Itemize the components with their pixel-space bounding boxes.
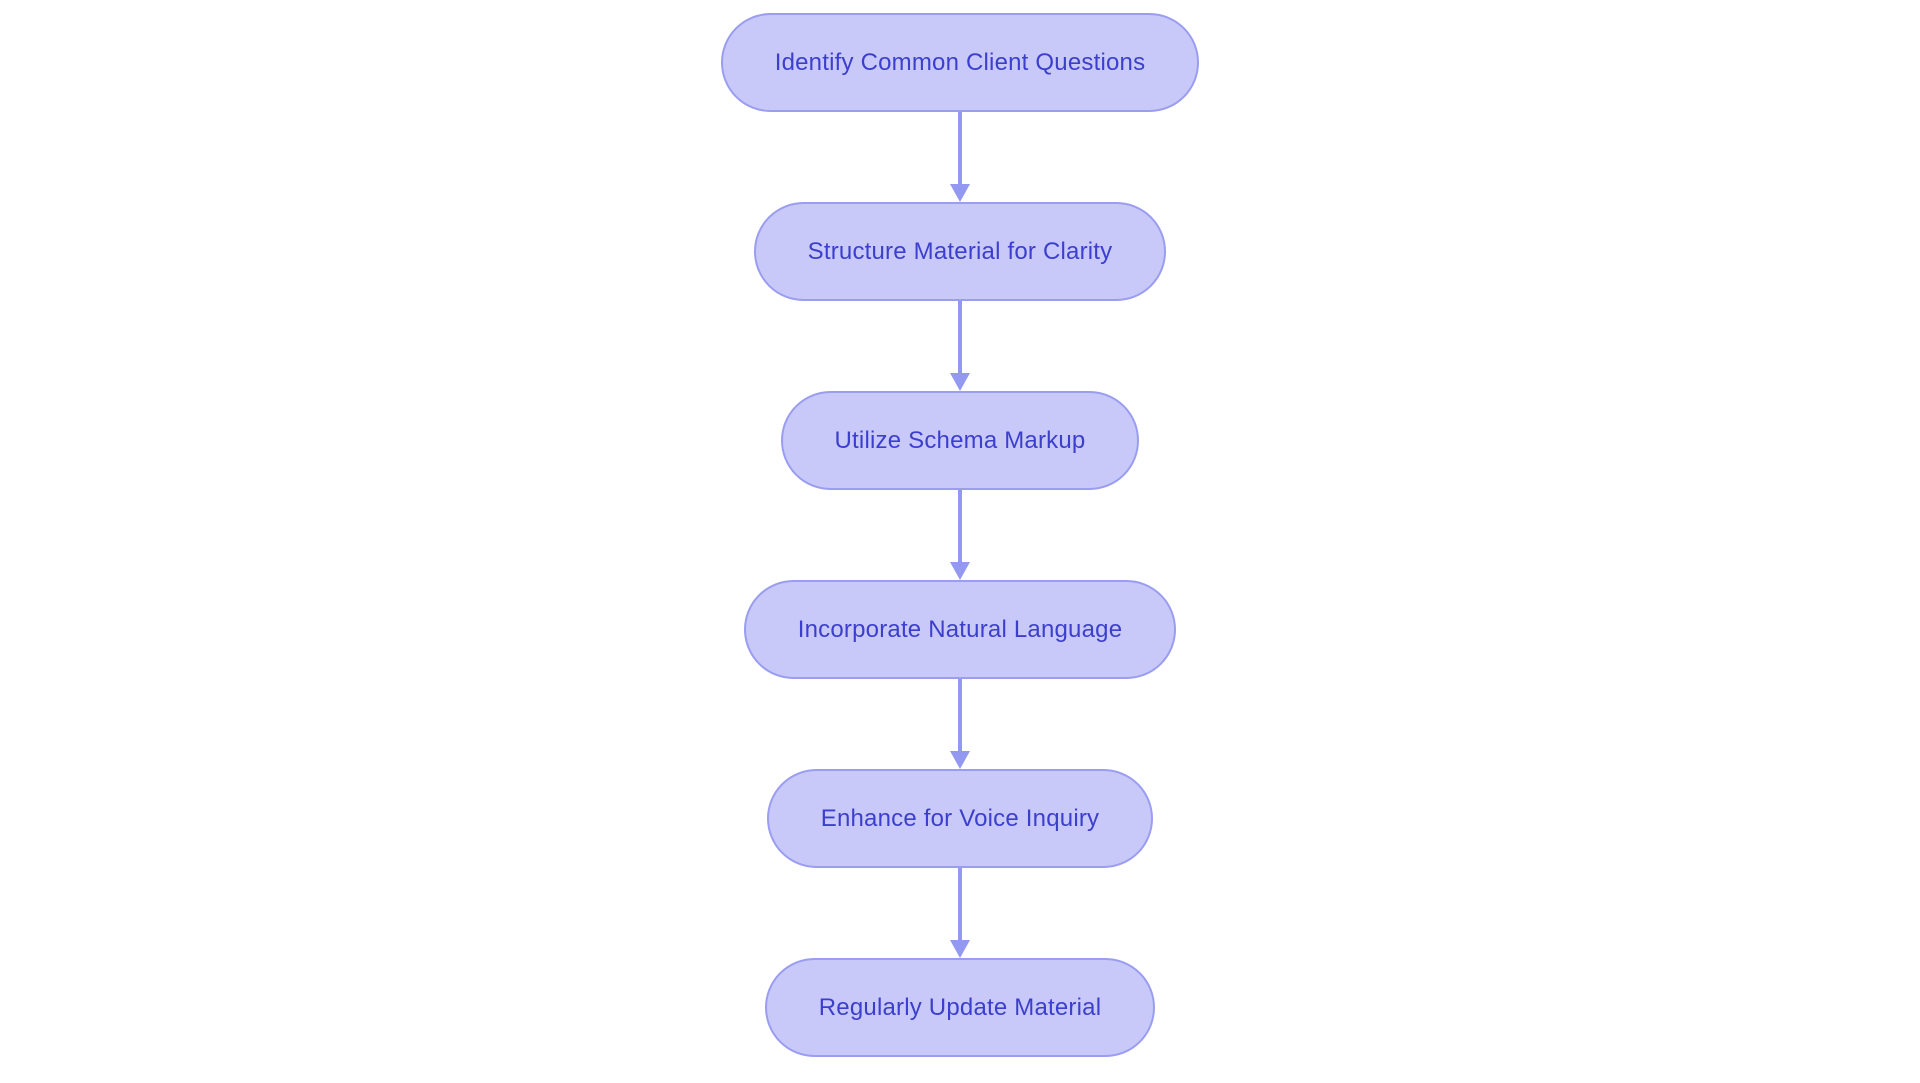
node-label: Incorporate Natural Language [797,615,1123,643]
flow-arrow-n4-n5 [950,679,970,769]
node-label: Utilize Schema Markup [834,426,1086,454]
arrow-line [958,679,962,751]
flow-node-structure-material-for-clarity: Structure Material for Clarity [753,202,1167,301]
node-label: Enhance for Voice Inquiry [820,804,1100,832]
arrow-line [958,301,962,373]
node-label: Structure Material for Clarity [807,237,1113,265]
flow-node-incorporate-natural-language: Incorporate Natural Language [743,580,1177,679]
flow-node-utilize-schema-markup: Utilize Schema Markup [780,391,1140,490]
arrow-line [958,490,962,562]
flow-node-identify-common-client-questions: Identify Common Client Questions [720,13,1200,112]
flow-arrow-n5-n6 [950,868,970,958]
flow-arrow-n3-n4 [950,490,970,580]
arrowhead-down-icon [950,373,970,391]
flow-node-enhance-for-voice-inquiry: Enhance for Voice Inquiry [766,769,1154,868]
node-label: Regularly Update Material [818,993,1102,1021]
arrow-line [958,868,962,940]
arrowhead-down-icon [950,184,970,202]
flow-node-regularly-update-material: Regularly Update Material [764,958,1156,1057]
arrowhead-down-icon [950,751,970,769]
arrowhead-down-icon [950,562,970,580]
flow-arrow-n2-n3 [950,301,970,391]
node-label: Identify Common Client Questions [774,48,1146,76]
flow-arrow-n1-n2 [950,112,970,202]
arrow-line [958,112,962,184]
arrowhead-down-icon [950,940,970,958]
